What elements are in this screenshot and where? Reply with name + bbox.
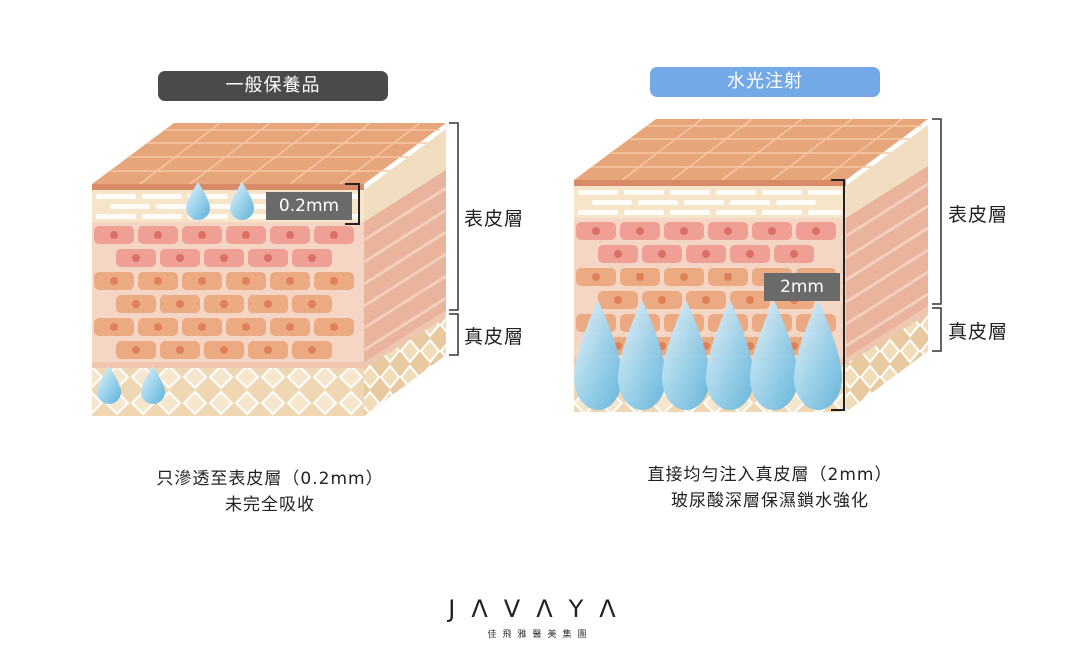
water-droplet-icon: [618, 300, 666, 410]
cell-nucleus: [746, 250, 754, 258]
cell-nucleus: [308, 254, 316, 262]
cell-nucleus: [242, 277, 250, 285]
cell-nucleus: [264, 346, 272, 354]
cell-nucleus: [264, 300, 272, 308]
left-description-line-1: 只滲透至表皮層（0.2mm）: [156, 469, 384, 489]
cell-nucleus: [746, 296, 754, 304]
cell-nucleus: [658, 250, 666, 258]
right-depth-bracket: [831, 179, 845, 411]
water-droplet-icon: [574, 300, 622, 410]
cell-nucleus: [768, 227, 776, 235]
cell-nucleus: [812, 227, 820, 235]
left-dermis-label: 真皮層: [464, 326, 525, 348]
large-droplet-row: [574, 300, 842, 410]
water-droplet-icon: [662, 300, 710, 410]
water-droplet-icon: [750, 300, 798, 410]
cell-nucleus: [680, 273, 688, 281]
cell-nucleus: [110, 277, 118, 285]
brand-subtitle: 佳飛雅醫美集團: [487, 630, 593, 640]
right-title-pill: 水光注射: [650, 67, 880, 97]
water-droplet-icon: [186, 182, 210, 220]
left-dermis-cells: [94, 226, 354, 359]
water-droplet-icon: [230, 182, 254, 220]
cell-nucleus: [154, 231, 162, 239]
right-epidermis-bracket: [932, 118, 942, 305]
cell-nucleus: [242, 323, 250, 331]
water-droplet-icon: [141, 366, 165, 404]
cell-nucleus: [110, 231, 118, 239]
cell-nucleus: [658, 296, 666, 304]
left-description: 只滲透至表皮層（0.2mm） 未完全吸收: [120, 466, 420, 518]
cell-nucleus: [176, 254, 184, 262]
left-skin-cube: [92, 122, 459, 416]
left-epidermis-label: 表皮層: [464, 208, 525, 230]
right-skin-cube: [574, 118, 942, 412]
water-droplet-icon: [97, 366, 121, 404]
water-droplet-icon: [706, 300, 754, 410]
cell-nucleus: [636, 273, 644, 281]
cell-nucleus: [264, 254, 272, 262]
cell-nucleus: [198, 323, 206, 331]
cell-nucleus: [702, 296, 710, 304]
left-epidermis-bracket: [449, 122, 459, 311]
left-description-line-2: 未完全吸收: [225, 495, 315, 515]
left-title-pill: 一般保養品: [158, 71, 388, 101]
cell-nucleus: [330, 323, 338, 331]
cell-nucleus: [176, 346, 184, 354]
right-dermis-label: 真皮層: [948, 321, 1009, 343]
cell-nucleus: [242, 231, 250, 239]
cell-nucleus: [790, 250, 798, 258]
left-dermis-bracket: [449, 313, 459, 356]
right-dermis-bracket: [932, 307, 942, 352]
right-description-line-2: 玻尿酸深層保濕鎖水強化: [671, 491, 869, 511]
cell-nucleus: [614, 250, 622, 258]
water-droplet-icon: [794, 300, 842, 410]
cell-nucleus: [592, 227, 600, 235]
right-depth-tag: 2mm: [764, 273, 840, 301]
cell-nucleus: [308, 300, 316, 308]
cell-nucleus: [592, 273, 600, 281]
cell-nucleus: [286, 231, 294, 239]
cell-nucleus: [636, 227, 644, 235]
right-epidermis-label: 表皮層: [948, 204, 1009, 226]
cell-nucleus: [220, 254, 228, 262]
cell-nucleus: [154, 323, 162, 331]
right-description-line-1: 直接均勻注入真皮層（2mm）: [647, 465, 893, 485]
cell-nucleus: [154, 277, 162, 285]
cell-nucleus: [308, 346, 316, 354]
cell-nucleus: [132, 346, 140, 354]
cell-nucleus: [198, 277, 206, 285]
cell-nucleus: [176, 300, 184, 308]
cell-nucleus: [680, 227, 688, 235]
right-description: 直接均勻注入真皮層（2mm） 玻尿酸深層保濕鎖水強化: [600, 462, 940, 514]
cell-nucleus: [724, 273, 732, 281]
cell-nucleus: [724, 227, 732, 235]
left-depth-bracket: [345, 183, 360, 225]
cell-nucleus: [132, 254, 140, 262]
cell-nucleus: [110, 323, 118, 331]
cell-nucleus: [702, 250, 710, 258]
cell-nucleus: [614, 296, 622, 304]
cell-nucleus: [330, 277, 338, 285]
cell-nucleus: [220, 346, 228, 354]
cell-nucleus: [220, 300, 228, 308]
cell-nucleus: [330, 231, 338, 239]
left-depth-tag: 0.2mm: [266, 192, 352, 220]
cell-nucleus: [132, 300, 140, 308]
brand-logo: JΛVΛYΛ: [448, 595, 632, 623]
cell-nucleus: [286, 277, 294, 285]
cell-nucleus: [198, 231, 206, 239]
cell-nucleus: [286, 323, 294, 331]
